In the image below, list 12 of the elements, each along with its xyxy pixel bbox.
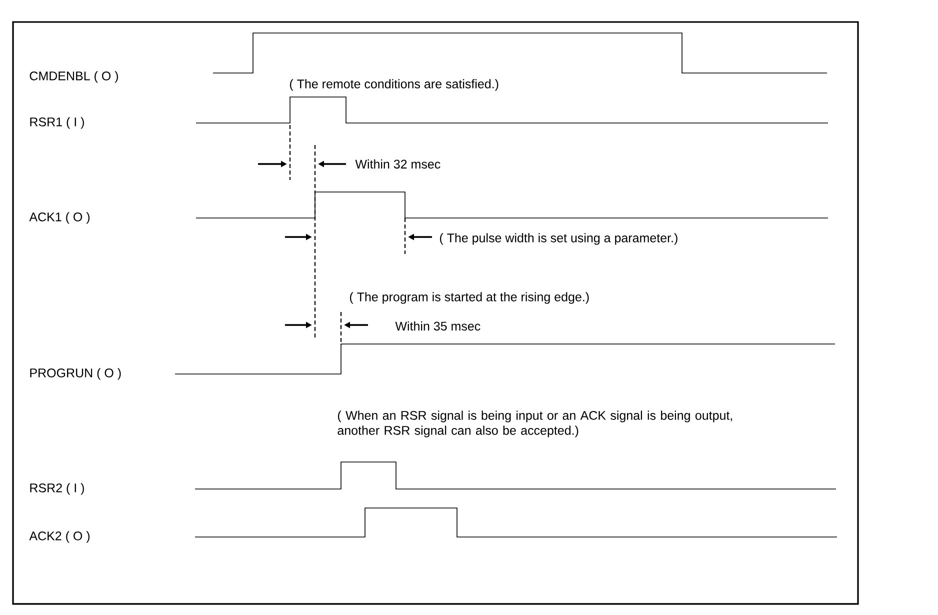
- signal-name: CMDENBL ( O ): [30, 71, 118, 83]
- signal-name: PROGRUN ( O ): [30, 368, 121, 380]
- signal-name: RSR2 ( I ): [30, 483, 84, 495]
- signal-name: ACK1 ( O ): [29, 212, 90, 224]
- signal-name: RSR1 ( I ): [30, 117, 84, 129]
- signal-name: ACK2 ( O ): [29, 531, 90, 543]
- note-text: ( The program is started at the rising edge.): [350, 292, 589, 304]
- timing-label: Within 32 msec: [355, 159, 440, 169]
- note-text: ( The pulse width is set using a parameter.): [440, 233, 678, 245]
- note-text: ( The remote conditions are satisfied.): [290, 79, 498, 91]
- note-text: ( When an RSR signal is being input or an ACK signal is being output, another RSR signal can also be accepted.): [338, 410, 732, 438]
- timing-label: Within 35 msec: [395, 321, 480, 331]
